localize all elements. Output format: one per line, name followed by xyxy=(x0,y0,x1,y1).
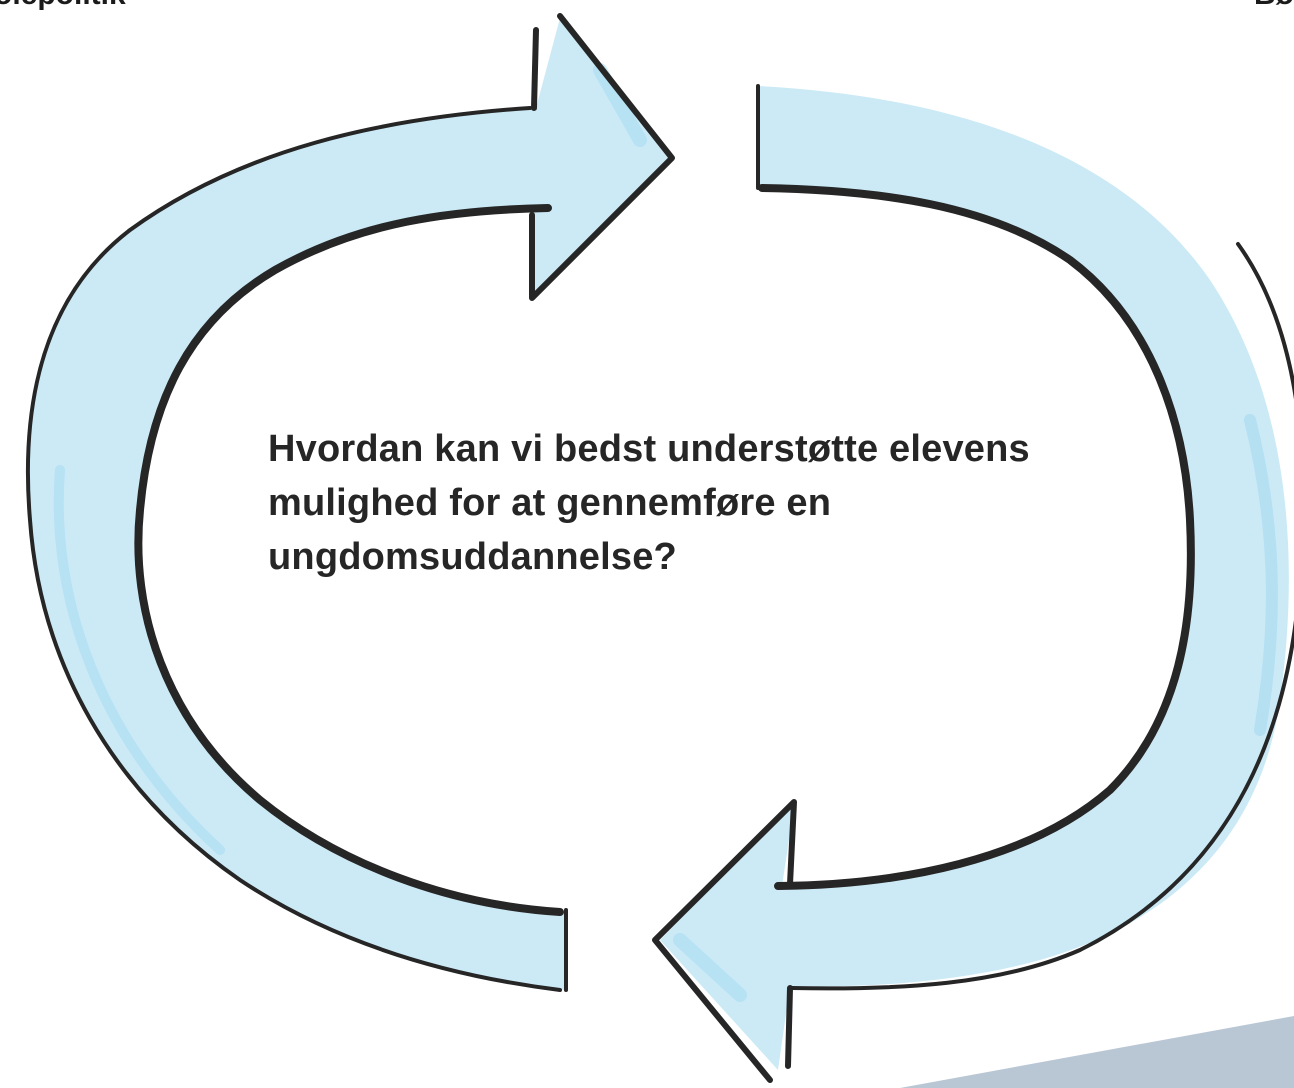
central-question-line: mulighed for at gennemføre en xyxy=(268,482,832,524)
cycle-arrow-right xyxy=(652,84,1294,1083)
logo-text-fragment: Bø xyxy=(1254,0,1294,12)
cycle-arrow-right-head xyxy=(652,799,797,1083)
cycle-arrow-left-head xyxy=(529,13,675,301)
cycle-arrow-right-body xyxy=(660,86,1289,1070)
slide-title-fragment: olepolitik xyxy=(0,0,126,12)
cycle-arrow-left-inner-line xyxy=(134,204,564,916)
cycle-arrow-right-inner-line xyxy=(758,184,1195,890)
cycle-arrow-left-outer-line xyxy=(25,106,562,992)
central-question-line: Hvordan kan vi bedst understøtte elevens xyxy=(268,428,1030,470)
central-question-line: ungdomsuddannelse? xyxy=(268,536,677,578)
central-question: Hvordan kan vi bedst understøtte elevens… xyxy=(268,422,1148,584)
cycle-arrow-right-outer-line xyxy=(790,242,1294,991)
cycle-arrow-left xyxy=(25,13,675,992)
cycle-arrow-left-body xyxy=(27,18,669,990)
